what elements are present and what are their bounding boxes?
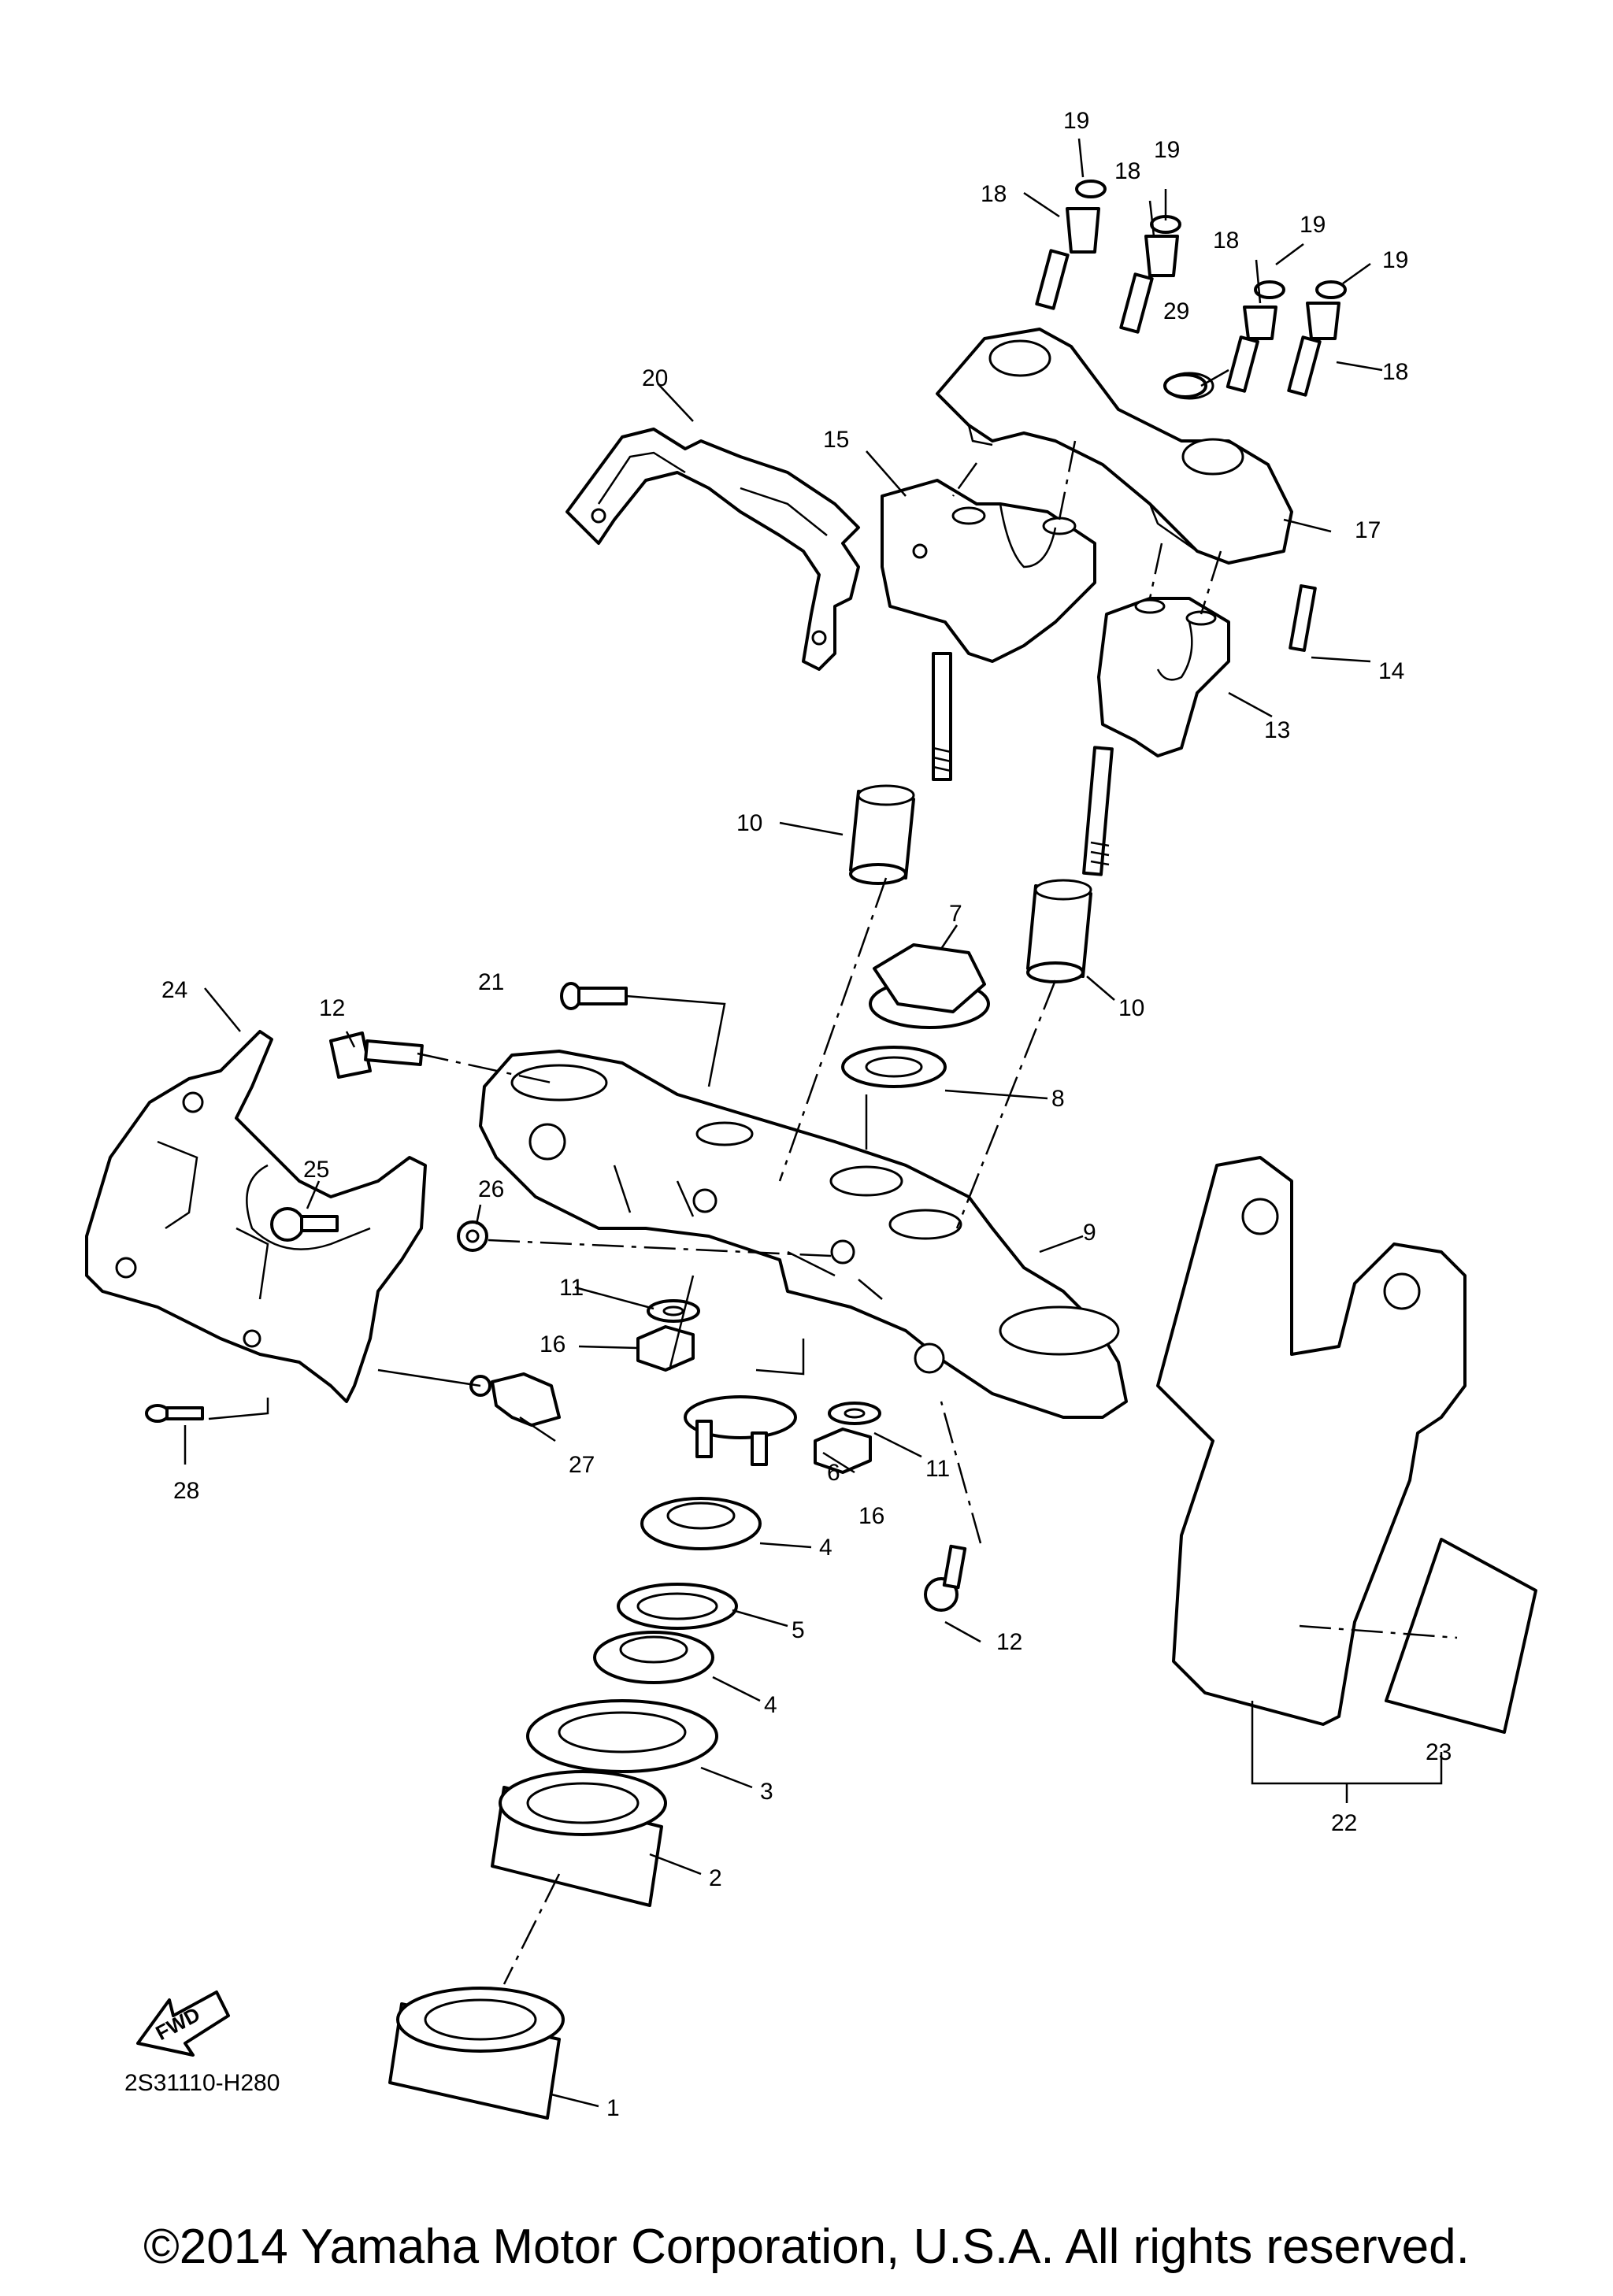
callout-28: 28 — [173, 1478, 199, 1504]
ring-nut-4-lower — [593, 1631, 714, 1684]
bolt-21 — [560, 982, 628, 1010]
handlebar-holder-left — [881, 479, 1096, 781]
handlebar-holder-upper — [936, 328, 1293, 565]
callout-7: 7 — [949, 901, 962, 927]
cap-19-c — [1254, 280, 1285, 299]
callout-15: 15 — [823, 427, 849, 453]
callout-labels: 1 2 3 4 4 5 6 7 8 9 10 10 11 11 12 12 13… — [161, 108, 1452, 2121]
bracket-20 — [565, 428, 860, 671]
diagram-code: 2S31110-H280 — [124, 2070, 280, 2096]
callout-8: 8 — [1051, 1086, 1065, 1112]
alignment-lines — [417, 440, 1458, 1985]
bolt-25 — [270, 1207, 339, 1242]
bolt-18-c — [1226, 306, 1277, 393]
callout-24: 24 — [161, 977, 187, 1003]
callout-1: 1 — [606, 2095, 620, 2121]
damper-10-right — [1026, 879, 1092, 983]
damper-10-left — [849, 784, 915, 885]
ring-nut-4-upper — [640, 1497, 762, 1550]
clamp-27 — [469, 1372, 561, 1427]
cover-22 — [1156, 1156, 1467, 1726]
copyright-footer: ©2014 Yamaha Motor Corporation, U.S.A. A… — [143, 2220, 1470, 2274]
nut-16-right — [814, 1428, 872, 1474]
plug-29 — [1163, 373, 1207, 398]
callout-11-left: 11 — [559, 1275, 584, 1301]
callout-12-lower: 12 — [996, 1629, 1022, 1655]
cap-19-a — [1075, 180, 1107, 198]
callout-21: 21 — [478, 969, 504, 995]
callout-18-c: 18 — [1213, 228, 1239, 254]
upper-bracket-9 — [479, 1050, 1128, 1419]
callout-27: 27 — [569, 1452, 595, 1478]
seal-3 — [526, 1699, 718, 1773]
callout-26: 26 — [478, 1176, 504, 1202]
bolt-18-b — [1119, 235, 1179, 334]
callout-12-left: 12 — [319, 995, 345, 1021]
bearing-2 — [491, 1770, 667, 1907]
steering-nut-7 — [869, 943, 990, 1029]
handlebar-holder-right — [1082, 597, 1230, 876]
bolt-12-left — [329, 1031, 424, 1079]
bearing-1 — [388, 1987, 565, 2120]
washer-8 — [841, 1046, 947, 1088]
callout-19-b: 19 — [1154, 137, 1180, 163]
callout-16-right: 16 — [858, 1503, 884, 1529]
bolt-12-lower — [924, 1544, 967, 1612]
callout-19-a: 19 — [1063, 108, 1089, 134]
meter-bracket-24 — [85, 1030, 427, 1403]
callout-5: 5 — [792, 1617, 805, 1643]
label-23 — [1385, 1538, 1537, 1734]
callout-13: 13 — [1264, 717, 1290, 743]
callout-14: 14 — [1378, 658, 1404, 684]
callout-4-upper: 4 — [819, 1535, 832, 1561]
callout-2: 2 — [709, 1865, 722, 1891]
cap-19-d — [1315, 280, 1347, 299]
washer-6 — [684, 1395, 797, 1466]
callout-29: 29 — [1163, 298, 1189, 324]
callout-17: 17 — [1355, 517, 1381, 543]
callout-25: 25 — [303, 1157, 329, 1183]
callout-22: 22 — [1331, 1810, 1357, 1836]
callout-18-b: 18 — [1114, 158, 1140, 184]
callout-6: 6 — [827, 1460, 840, 1486]
callout-20: 20 — [642, 365, 668, 391]
callout-19-d: 19 — [1382, 247, 1408, 273]
callout-3: 3 — [760, 1779, 773, 1805]
bolt-18-a — [1035, 207, 1100, 310]
pin-14 — [1289, 584, 1317, 652]
callout-19-c: 19 — [1300, 212, 1326, 238]
callout-16-left: 16 — [540, 1331, 565, 1357]
nut-16-left — [636, 1325, 695, 1372]
callout-11-right: 11 — [925, 1456, 950, 1482]
callout-10-right: 10 — [1118, 995, 1144, 1021]
callout-10-left: 10 — [736, 810, 762, 836]
washer-11-right — [828, 1402, 881, 1425]
callout-9: 9 — [1083, 1220, 1096, 1246]
callout-18-a: 18 — [981, 181, 1007, 207]
washer-5 — [617, 1583, 738, 1630]
fwd-arrow-icon: FWD — [136, 1990, 230, 2057]
callout-4-lower: 4 — [764, 1692, 777, 1718]
nut-26 — [457, 1220, 488, 1252]
washer-11-left — [647, 1299, 700, 1323]
screw-28 — [145, 1404, 204, 1423]
callout-23: 23 — [1426, 1739, 1452, 1765]
callout-18-d: 18 — [1382, 359, 1408, 385]
bolt-18-d — [1287, 302, 1340, 397]
leader-lines — [184, 138, 1443, 2108]
